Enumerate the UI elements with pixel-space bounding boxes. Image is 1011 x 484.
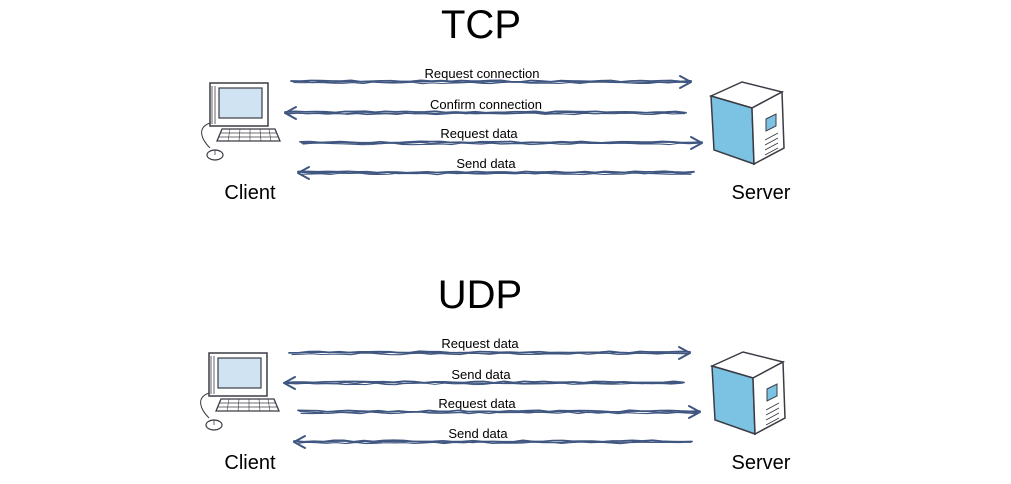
arrow-head [678, 346, 691, 360]
client-computer-icon [199, 352, 280, 431]
section-title: UDP [438, 273, 522, 317]
arrow-shaft [293, 81, 689, 85]
message-arrow [297, 166, 695, 180]
message-label: Request data [441, 336, 519, 351]
message-arrow [283, 376, 685, 390]
arrow-head [297, 166, 310, 180]
message-label: Confirm connection [430, 97, 542, 112]
message-arrow [293, 435, 693, 449]
message-arrow [284, 106, 687, 120]
arrow-shaft [300, 172, 692, 176]
arrow-shaft [291, 352, 688, 356]
message-label: Send data [448, 426, 508, 441]
message-label: Send data [451, 367, 511, 382]
message-label: Request data [438, 396, 516, 411]
message-arrow [297, 405, 701, 419]
arrow-shaft [296, 441, 690, 445]
arrow-shaft [284, 381, 684, 385]
server-label: Server [732, 182, 791, 204]
server-label: Server [732, 452, 791, 474]
message-arrow [290, 75, 692, 89]
arrow-shaft [302, 142, 700, 146]
server-icon [710, 81, 785, 165]
client-label: Client [224, 452, 276, 474]
message-label: Request connection [425, 66, 540, 81]
server-icon [711, 351, 786, 435]
message-arrow [288, 346, 691, 360]
arrow-shaft [287, 112, 684, 116]
arrow-shaft [286, 382, 682, 386]
message-label: Send data [456, 156, 516, 171]
arrow-shaft [299, 140, 703, 144]
arrow-head [690, 136, 703, 150]
arrow-shaft [294, 440, 692, 444]
arrow-head [293, 435, 306, 449]
message-arrow [299, 136, 703, 150]
arrow-shaft [300, 411, 698, 415]
tcp-section: TCP Client Server Request connection Con… [200, 3, 791, 204]
message-label: Request data [440, 126, 518, 141]
arrow-shaft [290, 79, 692, 83]
arrow-head [283, 376, 296, 390]
client-computer-icon [200, 82, 281, 161]
arrow-head [679, 75, 692, 89]
arrow-head [284, 106, 297, 120]
section-title: TCP [441, 3, 521, 47]
udp-section: UDP Client Server Request data Send data… [199, 273, 791, 474]
arrow-head [688, 405, 701, 419]
client-label: Client [224, 182, 276, 204]
arrow-shaft [289, 351, 690, 355]
arrow-shaft [283, 380, 685, 384]
